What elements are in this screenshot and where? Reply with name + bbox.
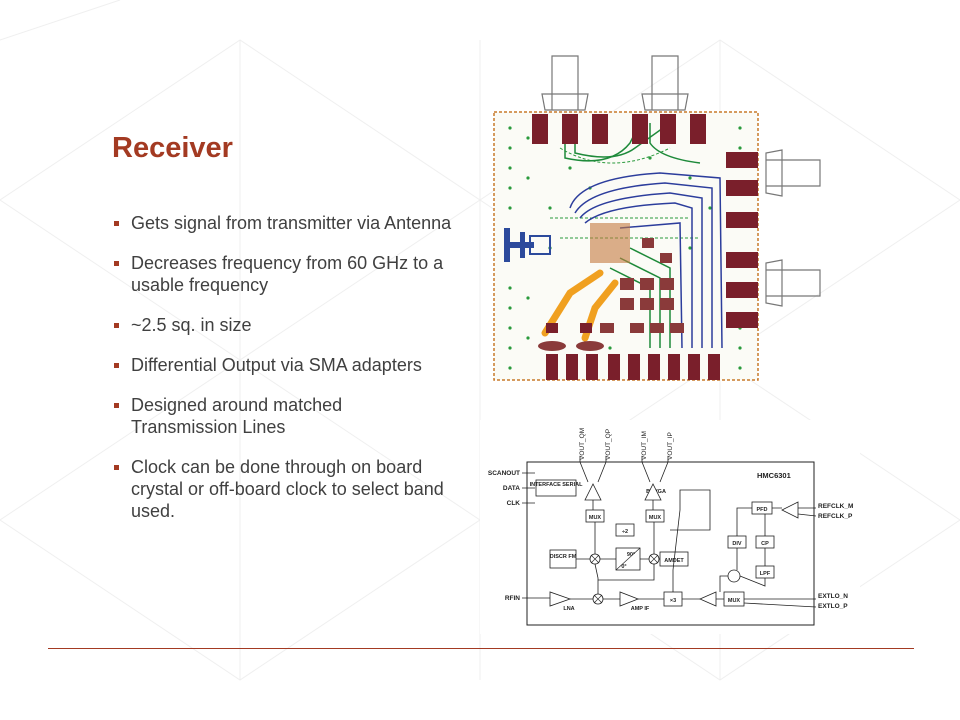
- block-lpf: LPF: [760, 571, 771, 577]
- bullet-marker: [114, 403, 119, 408]
- block-x3: ×3: [670, 598, 676, 604]
- block-phase-90: 90°: [627, 552, 635, 558]
- block-cp: CP: [761, 541, 769, 547]
- block-pfd: PFD: [757, 507, 768, 513]
- block-mux-2: MUX: [649, 515, 662, 521]
- bullet-item: Decreases frequency from 60 GHz to a usa…: [112, 252, 452, 296]
- bullet-list: Gets signal from transmitter via Antenna…: [112, 212, 452, 540]
- pin-vout-im: VOUT_IM: [641, 431, 648, 460]
- block-phase-0: 0°: [621, 564, 626, 570]
- pin-refclk-p: REFCLK_P: [818, 513, 853, 520]
- block-mux-3: MUX: [728, 598, 741, 604]
- pin-extlo-p: EXTLO_P: [818, 603, 848, 610]
- block-div2: ÷2: [622, 529, 628, 535]
- pin-extlo-n: EXTLO_N: [818, 593, 848, 600]
- slide-title: Receiver: [112, 132, 233, 164]
- pin-clk: CLK: [507, 500, 521, 507]
- block-div: DIV: [732, 541, 742, 547]
- bullet-marker: [114, 465, 119, 470]
- block-amp-if: AMP IF: [631, 606, 650, 612]
- bullet-marker: [114, 221, 119, 226]
- pin-data: DATA: [503, 485, 520, 492]
- pin-rfin: RFIN: [505, 595, 520, 602]
- bullet-item: Differential Output via SMA adapters: [112, 354, 452, 376]
- bullet-item: Gets signal from transmitter via Antenna: [112, 212, 452, 234]
- pin-vout-qm: VOUT_QM: [579, 428, 586, 460]
- bullet-item: Clock can be done through on board cryst…: [112, 456, 452, 522]
- block-mux-1: MUX: [589, 515, 602, 521]
- block-interface: INTERFACE SERIAL: [530, 482, 584, 488]
- pin-vout-qp: VOUT_QP: [605, 429, 612, 460]
- bullet-item: Designed around matched Transmission Lin…: [112, 394, 452, 438]
- pin-refclk-m: REFCLK_M: [818, 503, 853, 510]
- footer-rule: [48, 648, 914, 649]
- block-discr: DISCR FM: [550, 554, 577, 560]
- bullet-marker: [114, 363, 119, 368]
- bullet-marker: [114, 323, 119, 328]
- bullet-marker: [114, 261, 119, 266]
- pin-vout-ip: VOUT_IP: [667, 432, 674, 460]
- block-diagram: VOUT_QM VOUT_QP VOUT_IM VOUT_IP SCANOUT …: [488, 428, 853, 626]
- block-diagram-image: VOUT_QM VOUT_QP VOUT_IM VOUT_IP SCANOUT …: [480, 420, 860, 634]
- block-lna: LNA: [563, 606, 574, 612]
- chip-name: HMC6301: [757, 471, 791, 480]
- bullet-item: ~2.5 sq. in size: [112, 314, 452, 336]
- pin-scanout: SCANOUT: [488, 470, 520, 477]
- pcb-layout-image: [493, 55, 821, 381]
